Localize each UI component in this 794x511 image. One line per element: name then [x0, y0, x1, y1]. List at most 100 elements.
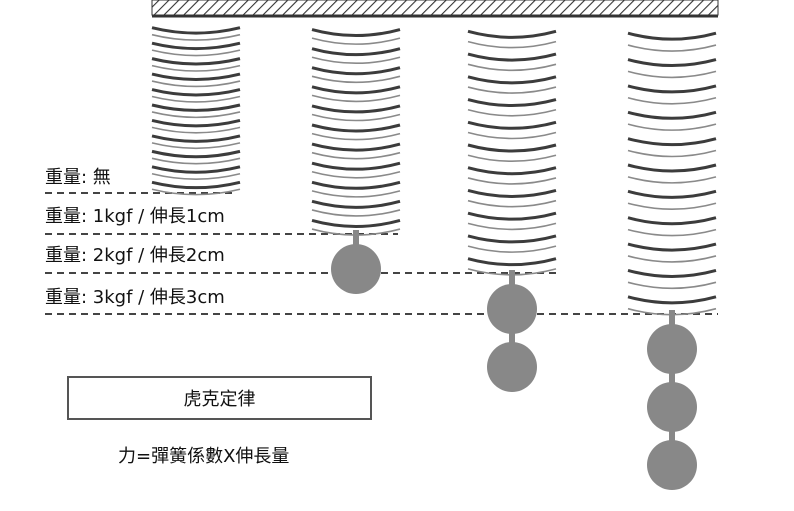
coil-highlight [151, 95, 241, 103]
coil-loop [151, 88, 241, 97]
coil-highlight [627, 44, 717, 52]
coil-highlight [627, 176, 717, 184]
coil-highlight [311, 75, 401, 84]
coil-highlight [467, 177, 557, 185]
coil-loop [311, 199, 401, 209]
coil-loop [467, 257, 557, 267]
coil-highlight [311, 190, 401, 198]
coil-highlight [627, 255, 717, 263]
spring-2 [467, 29, 557, 276]
coil-loop [627, 269, 717, 278]
coil-highlight [627, 281, 717, 290]
coil-loop [151, 103, 241, 112]
coil-highlight [311, 56, 401, 65]
coil-loop [627, 58, 717, 68]
formula-text: 力=彈簧係數X伸長量 [118, 446, 290, 467]
coil-loop [627, 84, 717, 94]
coil-highlight [467, 199, 557, 208]
coil-loop [467, 52, 557, 62]
coil-loop [627, 163, 717, 173]
coil-highlight [467, 245, 557, 253]
coil-highlight [467, 86, 557, 94]
coil-highlight [151, 188, 241, 196]
weights-2 [487, 270, 537, 392]
spring-0 [151, 26, 241, 196]
coil-highlight [627, 228, 717, 237]
coil-highlight [627, 70, 717, 79]
coil-loop [151, 72, 241, 81]
coil-loop [311, 85, 401, 95]
coil-highlight [467, 63, 557, 72]
coil-highlight [467, 222, 557, 231]
coil-loop [627, 137, 717, 147]
label-2kgf: 重量: 2kgf / 伸長2cm [45, 245, 225, 266]
coil-highlight [311, 94, 401, 103]
coil-loop [311, 161, 401, 171]
coil-highlight [627, 123, 717, 131]
coil-loop [627, 189, 717, 199]
springs [151, 26, 717, 490]
coil-highlight [311, 37, 401, 45]
coil-highlight [467, 40, 557, 49]
weight-ball [647, 324, 697, 374]
spring-3 [627, 31, 717, 316]
coil-highlight [627, 97, 717, 105]
coil-loop [311, 66, 401, 76]
coil-loop [627, 295, 717, 305]
label-1kgf: 重量: 1kgf / 伸長1cm [45, 206, 225, 227]
coil-loop [151, 26, 241, 35]
coil-loop [151, 149, 241, 159]
coil-highlight [151, 49, 241, 57]
coil-loop [627, 110, 717, 120]
ceiling [151, 0, 719, 18]
coil-highlight [151, 126, 241, 134]
coil-loop [151, 134, 241, 143]
weight-ball [647, 382, 697, 432]
coil-highlight [467, 154, 557, 163]
coil-loop [151, 165, 241, 174]
coil-loop [467, 211, 557, 221]
coil-loop [311, 47, 401, 57]
coil-loop [467, 75, 557, 85]
title-text: 虎克定律 [183, 389, 256, 410]
coil-loop [311, 28, 401, 38]
coil-loop [467, 98, 557, 108]
coil-highlight [311, 151, 401, 160]
coil-highlight [627, 202, 717, 211]
label-no-weight: 重量: 無 [45, 167, 111, 188]
coil-highlight [627, 149, 717, 158]
coil-highlight [311, 209, 401, 217]
weight-ball [487, 284, 537, 334]
coil-loop [627, 242, 717, 252]
coil-loop [151, 41, 241, 51]
coil-loop [467, 143, 557, 153]
coil-highlight [311, 171, 401, 179]
coil-highlight [151, 33, 241, 41]
coil-loop [467, 120, 557, 130]
weight-ball [487, 342, 537, 392]
coil-highlight [151, 172, 241, 180]
coil-loop [151, 180, 241, 190]
coil-loop [151, 57, 241, 66]
coil-loop [467, 29, 557, 39]
label-3kgf: 重量: 3kgf / 伸長3cm [45, 287, 225, 308]
coil-highlight [467, 131, 557, 140]
weights-3 [647, 310, 697, 490]
coil-loop [627, 216, 717, 226]
coil-loop [311, 180, 401, 190]
coil-loop [311, 142, 401, 152]
coil-loop [467, 166, 557, 176]
coil-highlight [151, 80, 241, 88]
coil-highlight [467, 109, 557, 117]
coil-loop [311, 219, 401, 228]
coil-loop [467, 189, 557, 198]
coil-loop [467, 234, 557, 244]
weights-1 [331, 230, 381, 294]
coil-highlight [311, 113, 401, 122]
coil-highlight [311, 132, 401, 141]
weight-ball [331, 244, 381, 294]
spring-1 [311, 28, 401, 236]
coil-highlight [151, 142, 241, 150]
coil-highlight [151, 64, 241, 72]
